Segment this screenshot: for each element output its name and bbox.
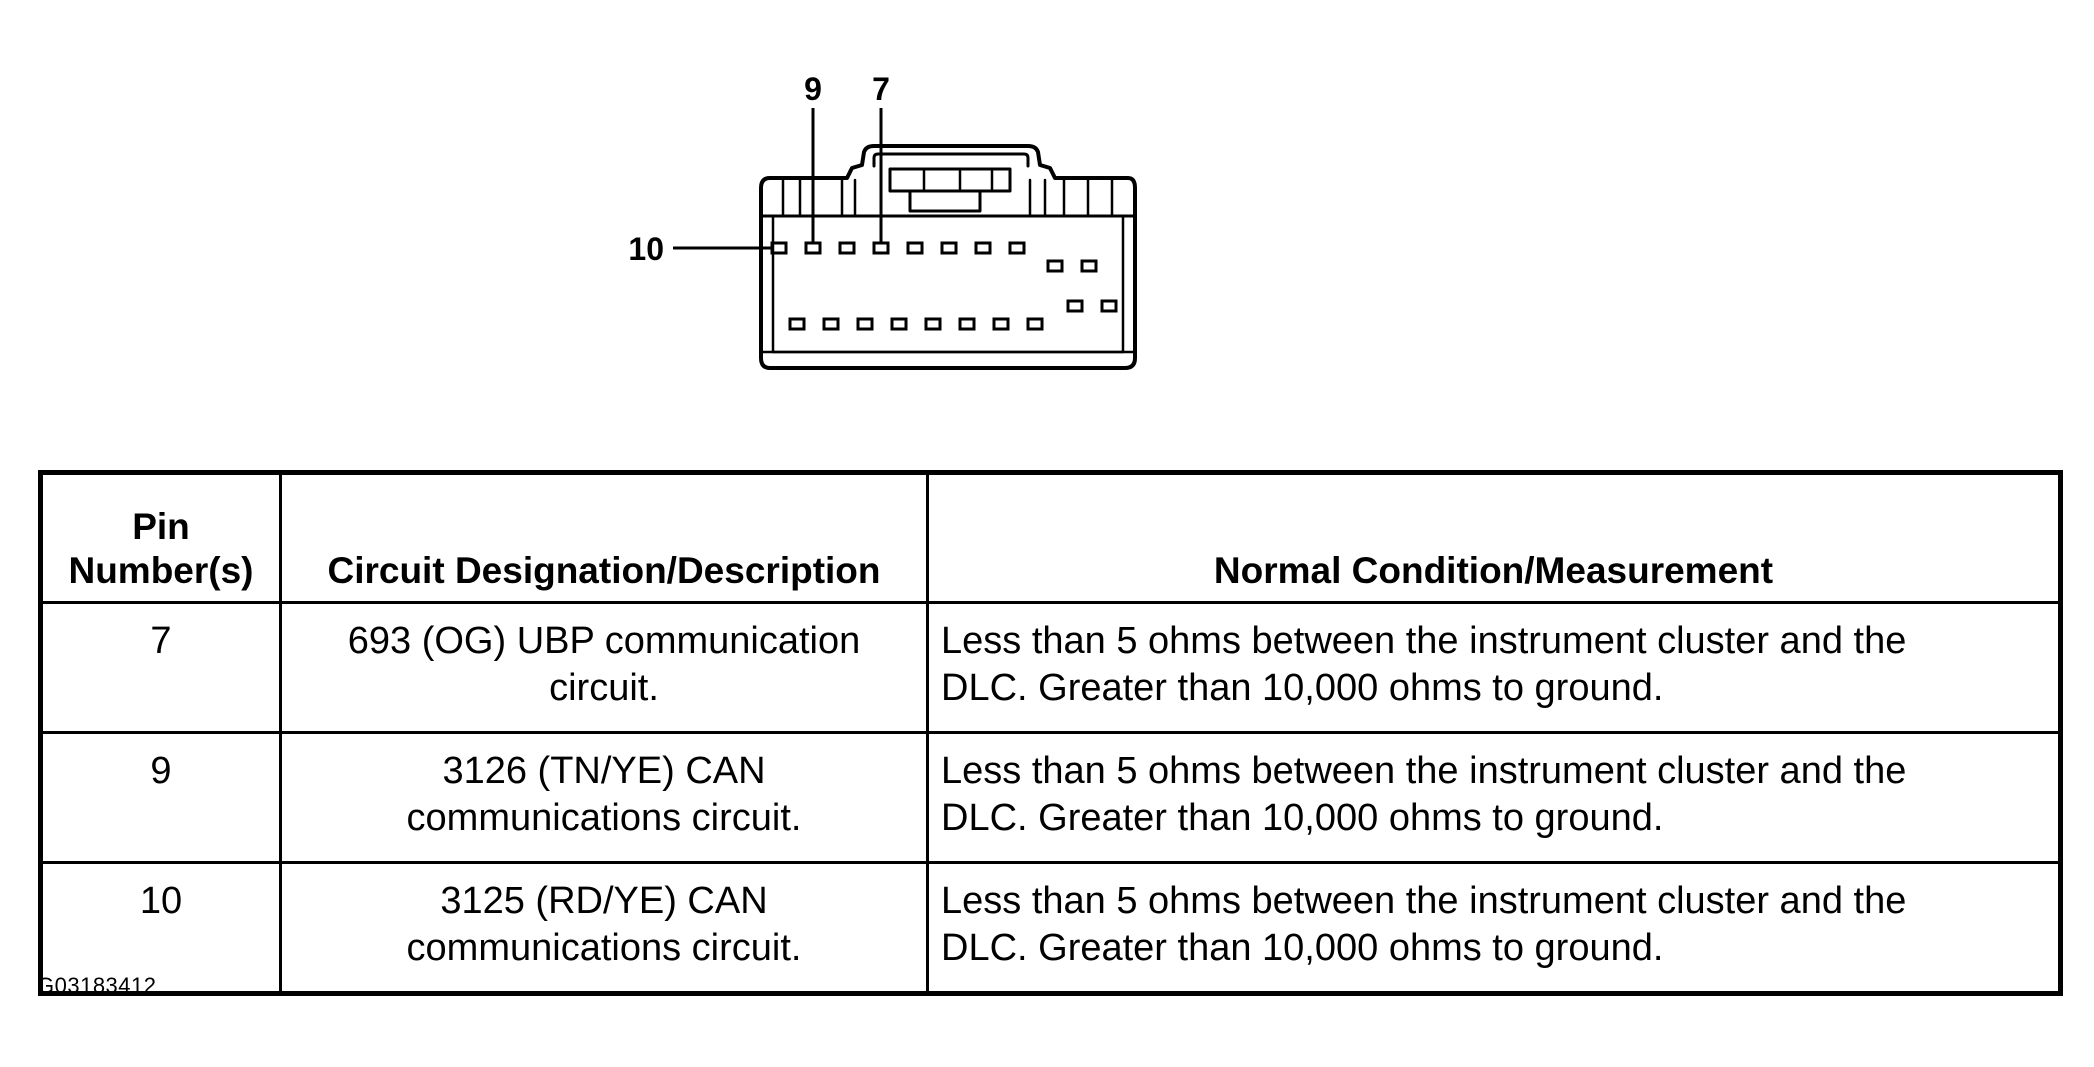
cavity-2: [1046, 259, 1064, 273]
header-pin-line2: Number(s): [68, 550, 254, 591]
header-pin-number: Pin Number(s): [39, 471, 282, 604]
callout-pin-10: 10: [628, 231, 664, 267]
measurement-cell: Less than 5 ohms between the instrument …: [926, 731, 2062, 864]
table-header-row: Pin Number(s) Circuit Designation/Descri…: [39, 471, 2062, 604]
cavity-9: [804, 241, 822, 255]
measurement-line: Less than 5 ohms between the instrument …: [941, 750, 1907, 792]
measurement-line: DLC. Greater than 10,000 ohms to ground.: [941, 927, 1664, 969]
cavity-4: [974, 241, 992, 255]
pin-table: Pin Number(s) Circuit Designation/Descri…: [38, 470, 2063, 996]
measurement-cell: Less than 5 ohms between the instrument …: [926, 601, 2062, 734]
callout-pin-9: 9: [804, 71, 822, 107]
cavity-16: [890, 317, 908, 331]
cavity-17: [856, 317, 874, 331]
table-row: 7 693 (OG) UBP communication circuit. Le…: [39, 601, 2062, 734]
header-pin-line1: Pin: [132, 506, 190, 547]
connector-body: [759, 144, 1137, 370]
circuit-description-line: 3126 (TN/YE) CAN: [442, 750, 766, 792]
circuit-description-cell: 3125 (RD/YE) CAN communications circuit.: [279, 861, 929, 995]
circuit-description-cell: 3126 (TN/YE) CAN communications circuit.: [279, 731, 929, 864]
connector-diagram: 9 7 10: [628, 71, 1137, 370]
circuit-description-line: circuit.: [549, 667, 659, 709]
measurement-cell: Less than 5 ohms between the instrument …: [926, 861, 2062, 995]
cavity-14: [958, 317, 976, 331]
cavity-5: [940, 241, 958, 255]
circuit-description-line: 693 (OG) UBP communication: [347, 620, 861, 662]
cavity-11: [1100, 299, 1118, 313]
cavity-3: [1008, 241, 1026, 255]
figure-id: G03183412: [37, 973, 157, 998]
cavity-15: [924, 317, 942, 331]
cavity-7: [872, 241, 890, 255]
table-row: 9 3126 (TN/YE) CAN communications circui…: [39, 731, 2062, 864]
circuit-description-line: 3125 (RD/YE) CAN: [440, 880, 768, 922]
measurement-line: DLC. Greater than 10,000 ohms to ground.: [941, 667, 1664, 709]
pin-number-cell: 7: [39, 601, 282, 734]
cavity-8: [838, 241, 856, 255]
cavity-12: [1026, 317, 1044, 331]
pin-cavities: [770, 241, 1118, 331]
cavity-13: [992, 317, 1010, 331]
measurement-line: DLC. Greater than 10,000 ohms to ground.: [941, 797, 1664, 839]
leader-lines: [673, 108, 883, 250]
pin-number-cell: 10: [39, 861, 282, 995]
measurement-line: Less than 5 ohms between the instrument …: [941, 620, 1907, 662]
cavity-18: [822, 317, 840, 331]
pin-number-cell: 9: [39, 731, 282, 864]
header-circuit: Circuit Designation/Description: [279, 471, 929, 604]
circuit-description-line: communications circuit.: [406, 927, 802, 969]
circuit-description-cell: 693 (OG) UBP communication circuit.: [279, 601, 929, 734]
callout-pin-7: 7: [872, 71, 890, 107]
table-row: 10 3125 (RD/YE) CAN communications circu…: [39, 861, 2062, 995]
cavity-6: [906, 241, 924, 255]
cavity-19: [788, 317, 806, 331]
cavity-20: [1066, 299, 1084, 313]
measurement-line: Less than 5 ohms between the instrument …: [941, 880, 1907, 922]
cavity-1: [1080, 259, 1098, 273]
circuit-description-line: communications circuit.: [406, 797, 802, 839]
header-measurement: Normal Condition/Measurement: [926, 471, 2062, 604]
